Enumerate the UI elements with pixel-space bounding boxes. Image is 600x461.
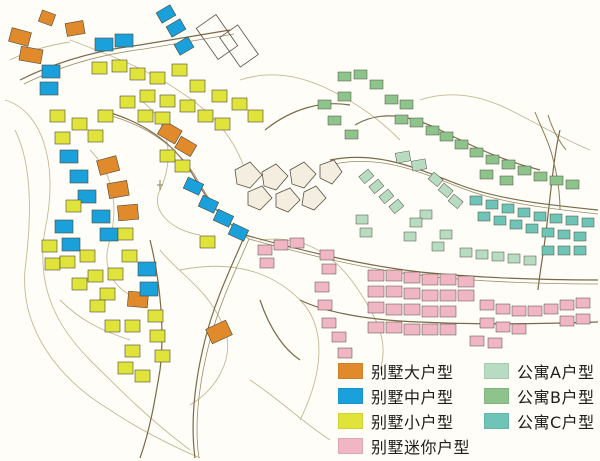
- legend-item-apartment-a: 公寓A户型: [484, 358, 595, 383]
- legend-item-villa-mini: 别墅迷你户型: [338, 433, 470, 458]
- map-legend: 别墅大户型 别墅中户型 别墅小户型 别墅迷你户型 公寓A户型 公寓B户: [338, 358, 600, 458]
- legend-item-villa-large: 别墅大户型: [338, 358, 470, 383]
- legend-swatch: [338, 387, 363, 404]
- apartment-a-blocks: [355, 150, 537, 266]
- legend-item-apartment-c: 公寓C户型: [484, 408, 595, 433]
- clubhouse-pavilions: [234, 159, 343, 213]
- legend-swatch: [484, 362, 509, 379]
- villa-small-blocks: [41, 59, 264, 383]
- legend-swatch: [338, 412, 363, 429]
- legend-item-villa-small: 别墅小户型: [338, 408, 470, 433]
- legend-swatch: [338, 437, 363, 454]
- apartment-b-blocks: [317, 69, 580, 190]
- legend-column-villas: 别墅大户型 别墅中户型 别墅小户型 别墅迷你户型: [338, 358, 470, 458]
- legend-label: 别墅迷你户型: [371, 437, 471, 457]
- legend-item-villa-medium: 别墅中户型: [338, 383, 470, 408]
- legend-label: 公寓A户型: [517, 362, 595, 382]
- villa-mini-blocks: [257, 237, 591, 359]
- legend-swatch: [338, 362, 363, 379]
- legend-label: 别墅大户型: [371, 362, 454, 382]
- legend-swatch: [484, 412, 509, 429]
- villa-large-blocks: [8, 9, 233, 345]
- villa-medium-blocks: [39, 4, 250, 297]
- apartment-c-blocks: [469, 195, 595, 256]
- legend-column-apartments: 公寓A户型 公寓B户型 公寓C户型: [484, 358, 595, 433]
- legend-label: 别墅中户型: [371, 387, 454, 407]
- legend-swatch: [484, 387, 509, 404]
- legend-item-apartment-b: 公寓B户型: [484, 383, 595, 408]
- legend-label: 公寓C户型: [517, 412, 595, 432]
- legend-label: 别墅小户型: [371, 412, 454, 432]
- tree-symbol: [157, 111, 567, 211]
- legend-label: 公寓B户型: [517, 387, 595, 407]
- tennis-courts: [195, 13, 259, 68]
